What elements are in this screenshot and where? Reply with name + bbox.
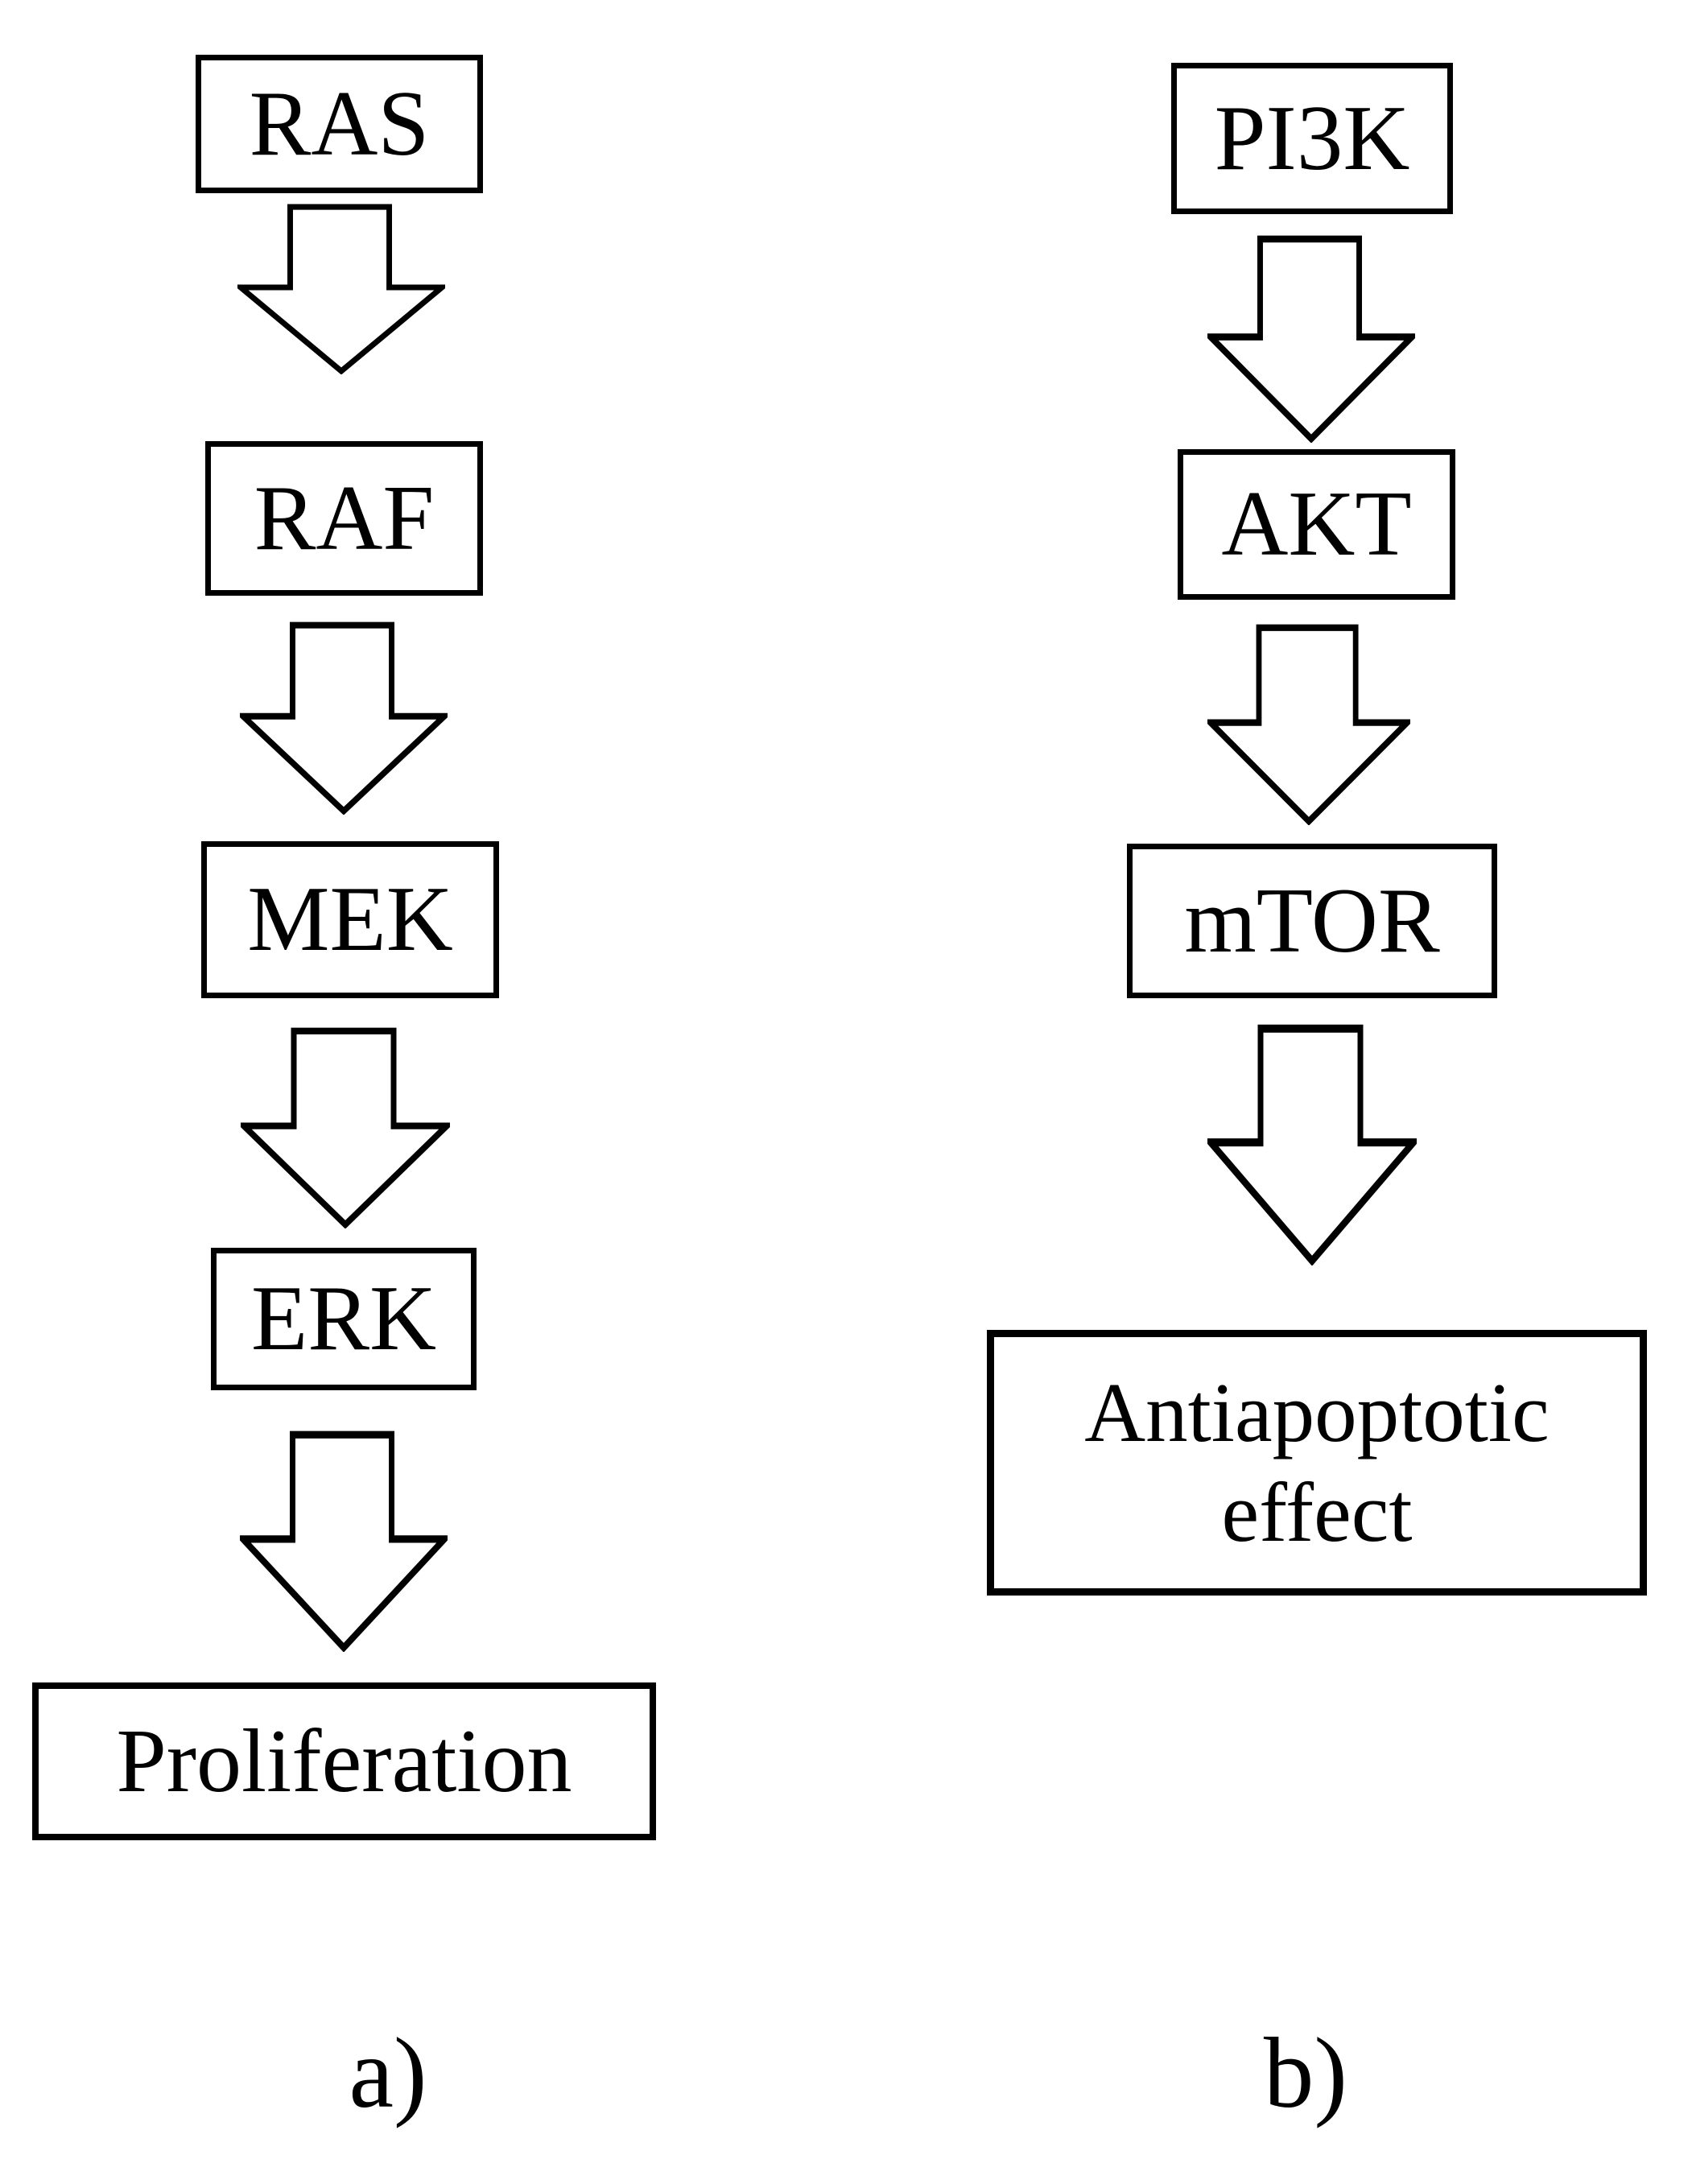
down-arrow-icon: [1207, 1024, 1417, 1265]
down-arrow-icon: [1207, 624, 1410, 825]
node-akt: AKT: [1178, 449, 1455, 600]
node-raf: RAF: [205, 441, 483, 596]
down-arrow-icon: [1207, 235, 1415, 443]
node-proliferation: Proliferation: [32, 1682, 656, 1840]
node-antiapoptotic-effect-label: Antiapoptotic effect: [1084, 1365, 1550, 1559]
pathway-a-caption: a): [349, 2018, 427, 2129]
node-mtor: mTOR: [1127, 844, 1497, 998]
node-pi3k: PI3K: [1171, 63, 1453, 214]
node-akt-label: AKT: [1221, 473, 1412, 576]
node-ras: RAS: [196, 55, 483, 193]
node-raf-label: RAF: [254, 466, 435, 569]
pathway-b-caption: b): [1263, 2018, 1348, 2129]
node-ras-label: RAS: [249, 72, 430, 175]
node-mek-label: MEK: [247, 868, 453, 971]
down-arrow-icon: [241, 1027, 450, 1228]
node-proliferation-label: Proliferation: [116, 1711, 572, 1811]
node-erk: ERK: [211, 1248, 477, 1390]
node-antiapoptotic-effect: Antiapoptotic effect: [987, 1330, 1647, 1596]
node-mek: MEK: [201, 841, 499, 998]
down-arrow-icon: [237, 204, 445, 374]
node-pi3k-label: PI3K: [1214, 86, 1410, 189]
down-arrow-icon: [240, 621, 448, 815]
node-erk-label: ERK: [251, 1267, 436, 1370]
node-mtor-label: mTOR: [1184, 869, 1440, 972]
down-arrow-icon: [240, 1431, 448, 1652]
